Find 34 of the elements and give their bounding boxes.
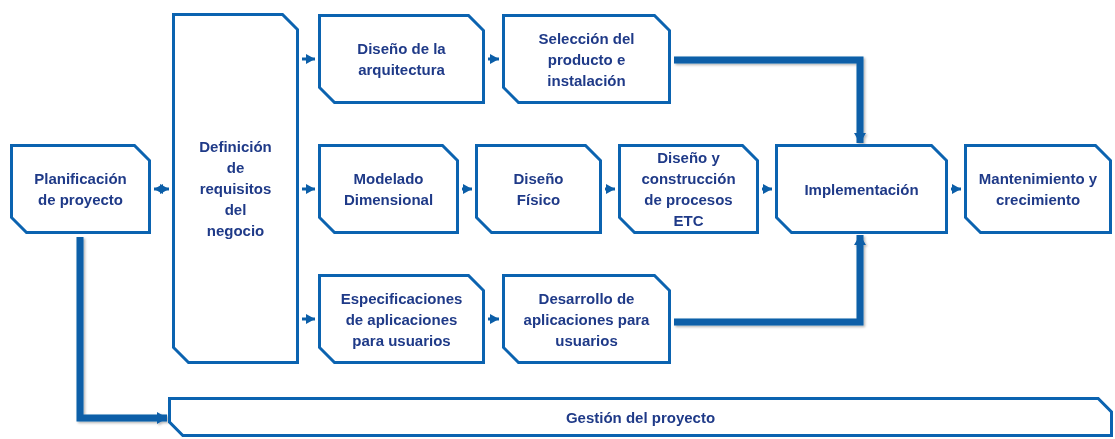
arrow <box>488 314 499 324</box>
box-label: Diseño Físico <box>512 169 565 210</box>
arrow <box>154 184 169 194</box>
box-label: Implementación <box>804 179 919 200</box>
arrow <box>302 54 315 64</box>
box-label: Planificación de proyecto <box>33 169 128 210</box>
box-label: Modelado Dimensional <box>342 169 435 210</box>
arrow <box>462 184 472 194</box>
process-box <box>964 144 1112 234</box>
box-label: Desarrollo de aplicaciones para usuarios <box>522 288 651 351</box>
process-box <box>318 274 485 364</box>
process-box <box>172 13 299 364</box>
arrow <box>488 54 499 64</box>
box-label: Diseño y construcción de procesos ETC <box>640 148 737 231</box>
process-box <box>168 397 1113 437</box>
process-box <box>502 274 671 364</box>
box-label: Selección del producto e instalación <box>537 28 636 91</box>
arrow <box>762 184 772 194</box>
box-label: Diseño de la arquitectura <box>356 39 447 80</box>
arrow <box>302 184 315 194</box>
box-label: Definición de requisitos del negocio <box>199 137 272 241</box>
process-box <box>775 144 948 234</box>
arrow <box>605 184 615 194</box>
process-box <box>502 14 671 104</box>
process-box <box>318 144 459 234</box>
arrow <box>951 184 961 194</box>
process-box <box>10 144 151 234</box>
process-box <box>618 144 759 234</box>
process-box <box>318 14 485 104</box>
box-label: Especificaciones de aplicaciones para usuarios <box>339 288 464 351</box>
arrow <box>302 314 315 324</box>
process-box <box>475 144 602 234</box>
box-label: Gestión del proyecto <box>565 407 716 428</box>
box-label: Mantenimiento y crecimiento <box>977 169 1099 210</box>
